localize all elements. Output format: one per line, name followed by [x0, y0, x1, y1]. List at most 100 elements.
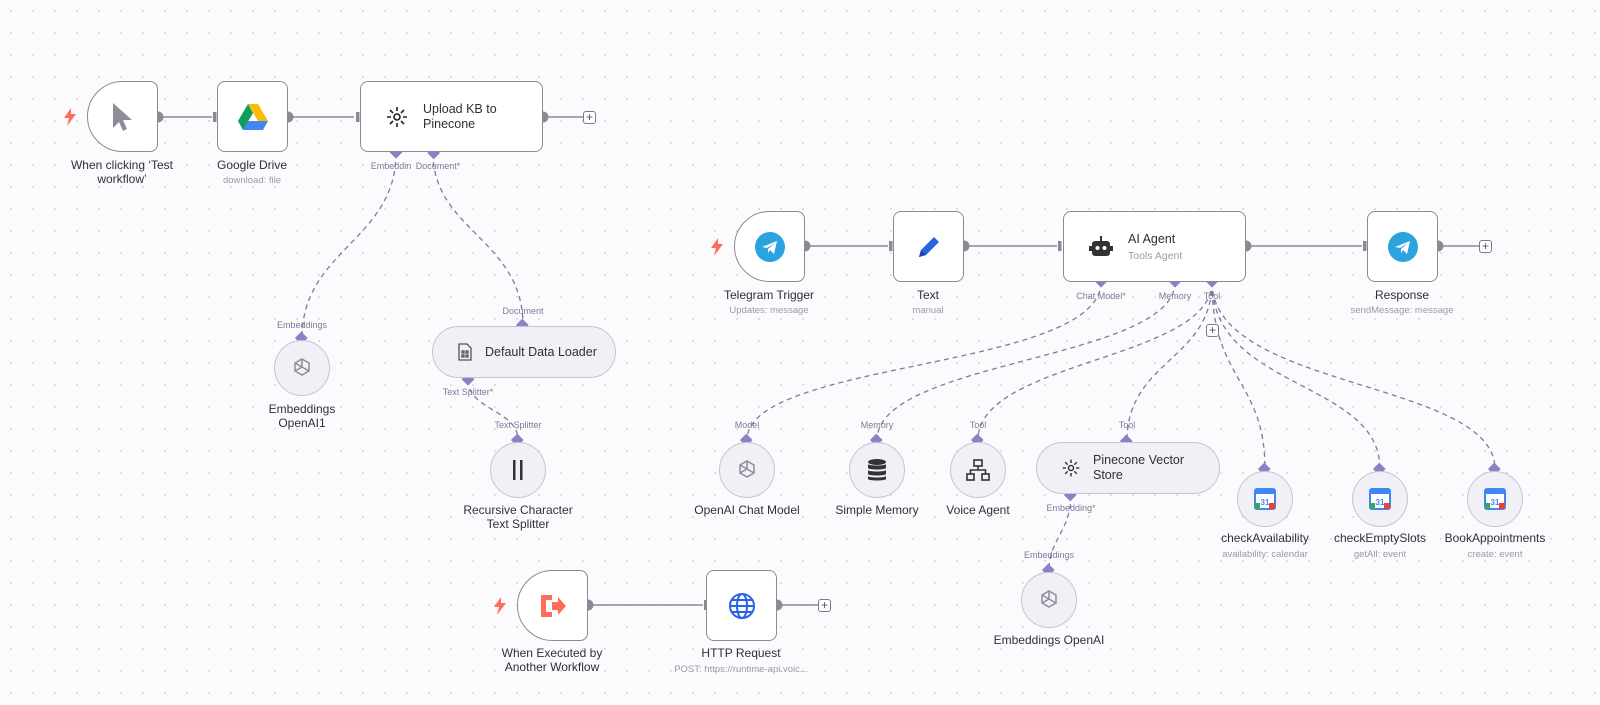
node-book-appointments[interactable]: 31 — [1467, 471, 1523, 527]
google-calendar-icon: 31 — [1369, 488, 1391, 510]
cursor-icon — [112, 102, 132, 131]
google-drive-icon — [237, 103, 268, 130]
trigger-bolt-icon — [711, 238, 723, 256]
node-default-data-loader-label: Default Data Loader — [485, 344, 597, 359]
google-calendar-icon: 31 — [1484, 488, 1506, 510]
node-check-empty-slots[interactable]: 31 — [1352, 471, 1408, 527]
port-document-label: Document* — [415, 161, 461, 171]
port-embedding-label: Embeddin — [370, 161, 412, 171]
port-embedding2-label: Embedding* — [1046, 503, 1096, 513]
port-memory-in-label: Memory — [860, 420, 894, 430]
node-response-sub: sendMessage: message — [1350, 305, 1454, 316]
svg-text:31: 31 — [1261, 498, 1270, 507]
openai-icon — [294, 358, 310, 376]
node-embeddings-openai[interactable] — [1021, 572, 1077, 628]
node-check-availability-sub: availability: calendar — [1222, 549, 1308, 560]
node-simple-memory-label: Simple Memory — [835, 503, 919, 517]
trigger-bolt-icon — [494, 597, 506, 615]
svg-text:31: 31 — [1491, 498, 1500, 507]
database-icon — [868, 459, 886, 481]
pinecone-icon — [387, 106, 407, 127]
network-icon — [966, 459, 990, 481]
node-openai-chat-model[interactable] — [719, 442, 775, 498]
add-node-button[interactable]: + — [818, 599, 831, 612]
node-simple-memory[interactable] — [849, 442, 905, 498]
node-text-label: Text — [916, 288, 940, 302]
node-check-empty-slots-label: checkEmptySlots — [1333, 531, 1427, 545]
node-embeddings-openai1[interactable] — [274, 340, 330, 396]
node-default-data-loader[interactable]: Default Data Loader — [432, 326, 616, 378]
pinecone-icon — [1062, 459, 1080, 477]
node-http-request-sub: POST: https://runtime-api.voic... — [674, 664, 808, 675]
node-upload-kb-title1: Upload KB to — [423, 101, 497, 116]
node-ai-agent[interactable]: AI Agent Tools Agent — [1063, 211, 1246, 282]
add-node-button[interactable]: + — [583, 111, 596, 124]
node-check-availability[interactable]: 31 — [1237, 471, 1293, 527]
edge-agent-voice — [977, 281, 1213, 441]
port-embeddings2-label: Embeddings — [1023, 550, 1075, 560]
node-workflow-trigger[interactable] — [517, 570, 588, 641]
exit-icon — [540, 594, 566, 617]
port-text-splitter-in-label: Text Splitter — [494, 420, 542, 430]
port-document-top-label: Document — [502, 306, 544, 316]
telegram-icon — [1387, 231, 1418, 262]
edge-agent-availability — [1211, 281, 1266, 470]
document-icon — [458, 343, 472, 361]
node-ai-agent-title: AI Agent — [1128, 231, 1176, 246]
robot-icon — [1089, 235, 1113, 256]
node-manual-trigger[interactable] — [87, 81, 158, 152]
add-node-button[interactable]: + — [1479, 240, 1492, 253]
port-tool-in2-label: Tool — [1118, 420, 1136, 430]
pen-icon — [918, 236, 939, 257]
node-ai-agent-sub: Tools Agent — [1128, 249, 1183, 262]
node-response-label: Response — [1374, 288, 1430, 302]
node-telegram-trigger[interactable] — [734, 211, 805, 282]
port-text-splitter-out-label: Text Splitter* — [442, 387, 494, 397]
port-embeddings-label: Embeddings — [276, 320, 328, 330]
node-text-sub: manual — [912, 305, 944, 316]
node-http-request-label: HTTP Request — [701, 646, 781, 660]
node-google-drive-sub: download: file — [222, 175, 282, 186]
splitter-icon — [513, 460, 523, 480]
node-voice-agent-label: Voice Agent — [946, 503, 1010, 517]
node-telegram-trigger-label: Telegram Trigger — [723, 288, 815, 302]
node-check-empty-slots-sub: getAll: event — [1353, 549, 1407, 560]
port-model-label: Model — [734, 420, 760, 430]
google-calendar-icon: 31 — [1254, 488, 1276, 510]
port-chat-model-label: Chat Model* — [1076, 291, 1126, 301]
node-check-availability-label: checkAvailability — [1221, 531, 1309, 545]
node-google-drive[interactable] — [217, 81, 288, 152]
openai-icon — [739, 460, 755, 478]
port-tool-in-label: Tool — [969, 420, 987, 430]
port-memory-label: Memory — [1158, 291, 1192, 301]
node-response[interactable] — [1367, 211, 1438, 282]
node-http-request[interactable] — [706, 570, 777, 641]
node-text[interactable] — [893, 211, 964, 282]
add-tool-button[interactable]: + — [1206, 324, 1219, 337]
node-openai-chat-model-label: OpenAI Chat Model — [694, 503, 800, 517]
telegram-icon — [754, 231, 785, 262]
trigger-bolt-icon — [64, 108, 76, 126]
port-tool-label: Tool — [1203, 291, 1221, 301]
edge-upload-loader — [432, 152, 524, 326]
node-book-appointments-label: BookAppointments — [1444, 531, 1546, 545]
globe-icon — [728, 592, 755, 619]
node-google-drive-label: Google Drive — [216, 158, 288, 172]
edge-agent-pinecone — [1126, 281, 1213, 442]
node-upload-kb-title2: Pinecone — [423, 116, 476, 131]
node-text-splitter[interactable] — [490, 442, 546, 498]
edge-upload-embeddings — [301, 152, 397, 339]
node-telegram-trigger-sub: Updates: message — [729, 305, 809, 316]
node-embeddings-openai-label: Embeddings OpenAI — [993, 633, 1105, 647]
svg-text:31: 31 — [1376, 498, 1385, 507]
node-book-appointments-sub: create: event — [1467, 549, 1523, 560]
node-voice-agent[interactable] — [950, 442, 1006, 498]
